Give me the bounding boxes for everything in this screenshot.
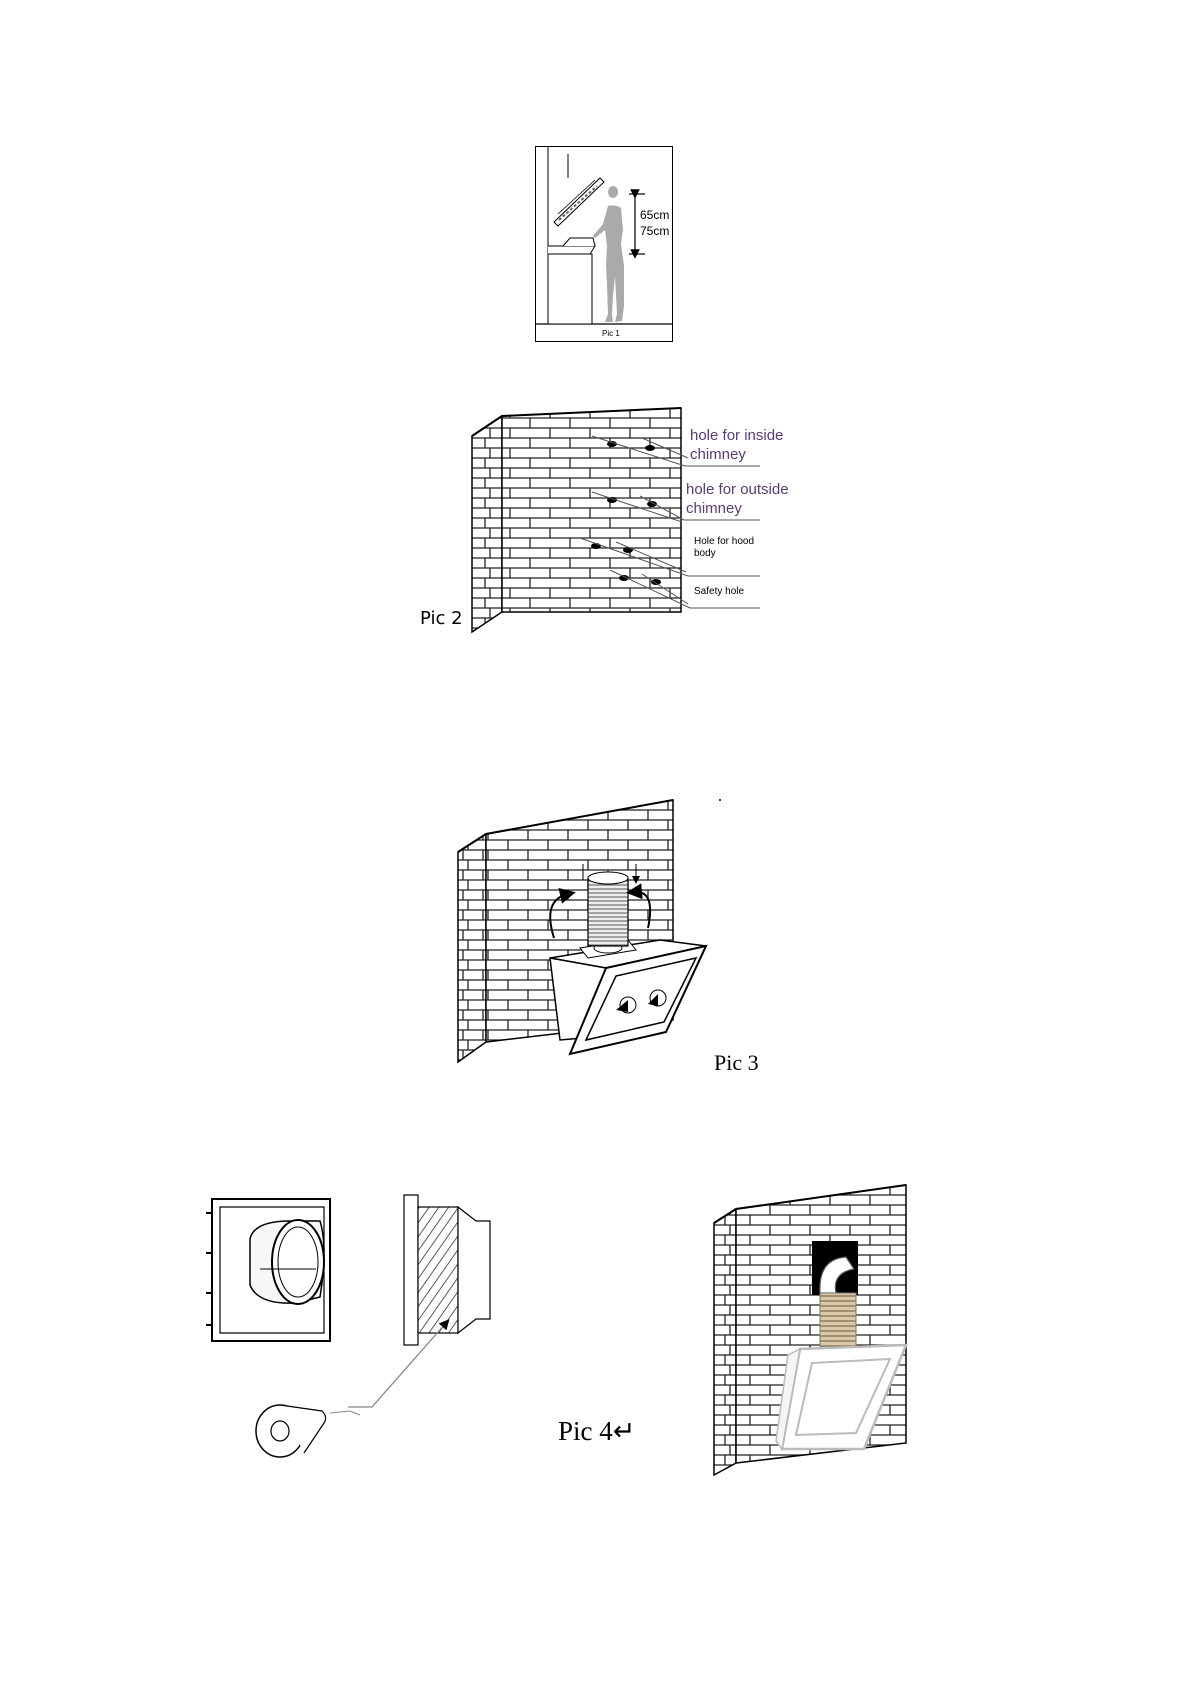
pic2-caption: Pic 2: [420, 608, 463, 629]
pic1-illustration: [535, 146, 673, 342]
pic4-wall-installation: [714, 1185, 906, 1475]
pic4-vent-plate: [206, 1199, 330, 1341]
pic4-caption: Pic 4↵: [558, 1416, 635, 1447]
pic2-label-hood-body: Hole for hood body: [694, 536, 764, 560]
pic2-label-outside-chimney: hole for outside chimney: [686, 480, 816, 518]
pic2-figure: hole for inside chimney hole for outside…: [420, 408, 800, 638]
pic1-caption: Pic 1: [602, 329, 620, 338]
pic3-caption: Pic 3: [714, 1050, 759, 1076]
pic1-figure: 65cm 75cm Pic 1: [535, 146, 673, 342]
pic4-duct-adapter: [404, 1195, 490, 1345]
pic3-figure: Pic 3: [458, 800, 778, 1080]
pic2-label-inside-chimney: hole for inside chimney: [690, 426, 815, 464]
pic3-hood-installation: [458, 800, 778, 1070]
pic1-dim-lower: 75cm: [640, 224, 669, 238]
pic2-label-safety: Safety hole: [694, 586, 744, 597]
pic1-dim-upper: 65cm: [640, 208, 669, 222]
pic4-figure: Pic 4↵: [200, 1185, 960, 1475]
pic4-tape-roll: [256, 1405, 360, 1457]
